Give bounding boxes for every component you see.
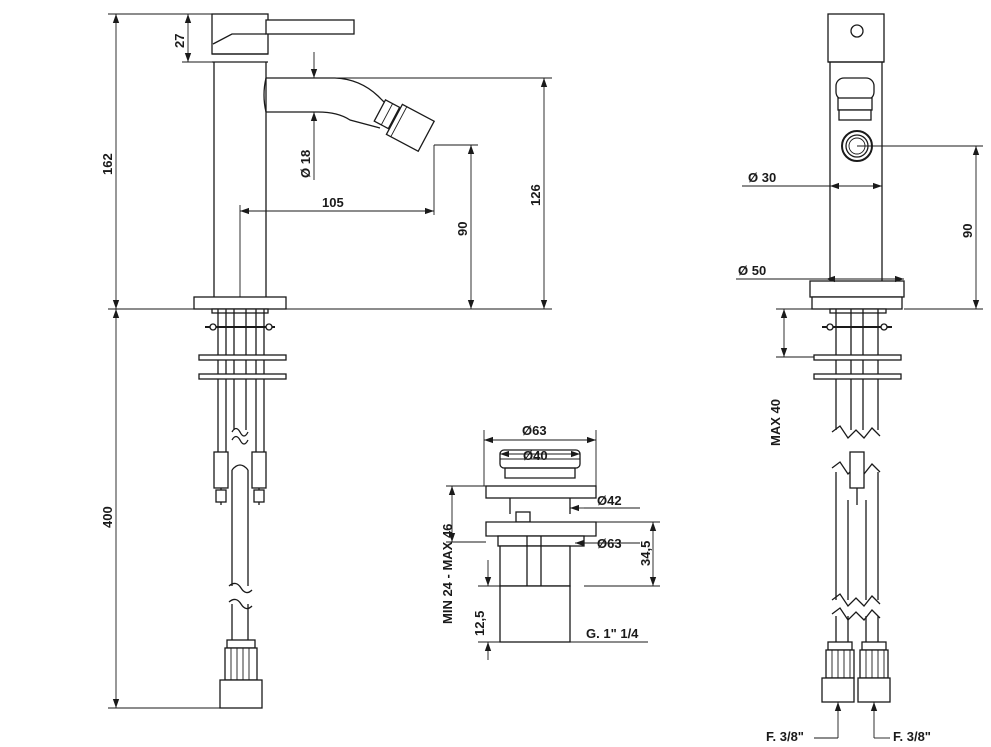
dim-90-front: 90 [455, 222, 470, 236]
base-plate [193, 296, 287, 310]
dim-400: 400 [100, 506, 115, 528]
side-view-faucet [809, 13, 905, 703]
lever-arm [265, 19, 355, 35]
spout-upper [266, 77, 386, 104]
dim-max-40: MAX 40 [768, 399, 783, 446]
handle-pivot [850, 24, 864, 38]
dim-d42: Ø42 [597, 493, 622, 508]
dim-d40: Ø40 [523, 448, 548, 463]
dim-min-max: MIN 24 - MAX 46 [440, 524, 455, 624]
dim-12-5: 12,5 [472, 611, 487, 636]
dim-27: 27 [172, 34, 187, 48]
conn-label-right: F. 3/8" [893, 729, 931, 744]
dim-d63-side: Ø63 [597, 536, 622, 551]
front-view-dimensions: 162 27 Ø 18 105 90 126 400 [100, 13, 552, 709]
dim-diam-50: Ø 50 [738, 263, 766, 278]
waste-dimensions: Ø63 Ø40 Ø42 Ø63 34,5 MIN 24 - MAX 46 12,… [440, 423, 660, 660]
side-view-dimensions: Ø 30 Ø 50 90 MAX 40 F. 3/8" F. 3/8" [736, 145, 983, 744]
dim-diam-18: Ø 18 [298, 150, 313, 178]
dim-90-side: 90 [960, 224, 975, 238]
dim-126: 126 [528, 184, 543, 206]
dim-d63-top: Ø63 [522, 423, 547, 438]
waste-detail [485, 449, 597, 643]
conn-label-left: F. 3/8" [766, 729, 804, 744]
dim-34-5: 34,5 [638, 541, 653, 566]
thread-label: G. 1" 1/4 [586, 626, 639, 641]
spout-lower [266, 111, 381, 129]
dim-162: 162 [100, 153, 115, 175]
dim-105: 105 [322, 195, 344, 210]
nozzle [373, 99, 436, 153]
dim-diam-30: Ø 30 [748, 170, 776, 185]
